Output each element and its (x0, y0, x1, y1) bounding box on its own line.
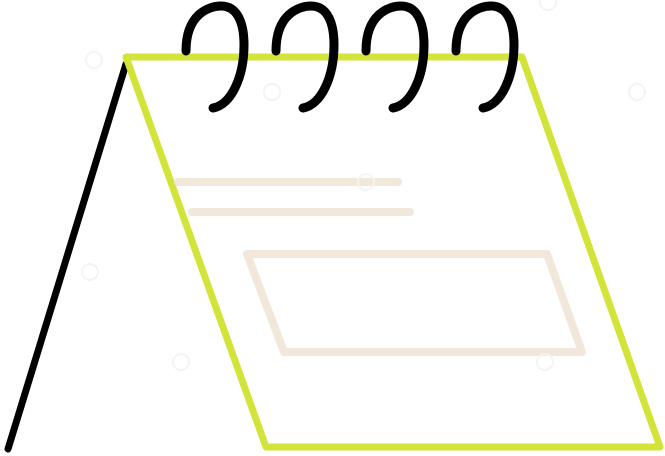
spiral-binding (181, 1, 519, 113)
watermark-logo-icon (357, 173, 375, 191)
watermark-logo-icon (263, 83, 281, 101)
watermark-marks (81, 0, 646, 371)
watermark-logo-icon (628, 83, 646, 101)
watermark-logo-icon (81, 263, 99, 281)
watermark-logo-icon (172, 353, 190, 371)
watermark-logo-icon (536, 353, 554, 371)
binding-ring-3 (361, 1, 429, 113)
binding-ring-4 (451, 1, 519, 113)
page-text-lines (174, 178, 414, 216)
binding-ring-1 (181, 1, 249, 113)
watermark-logo-icon (539, 0, 557, 11)
binding-ring-2 (271, 1, 339, 113)
page-content-box (243, 250, 586, 356)
back-stand-leg (4, 60, 130, 453)
watermark-logo-icon (85, 51, 103, 69)
